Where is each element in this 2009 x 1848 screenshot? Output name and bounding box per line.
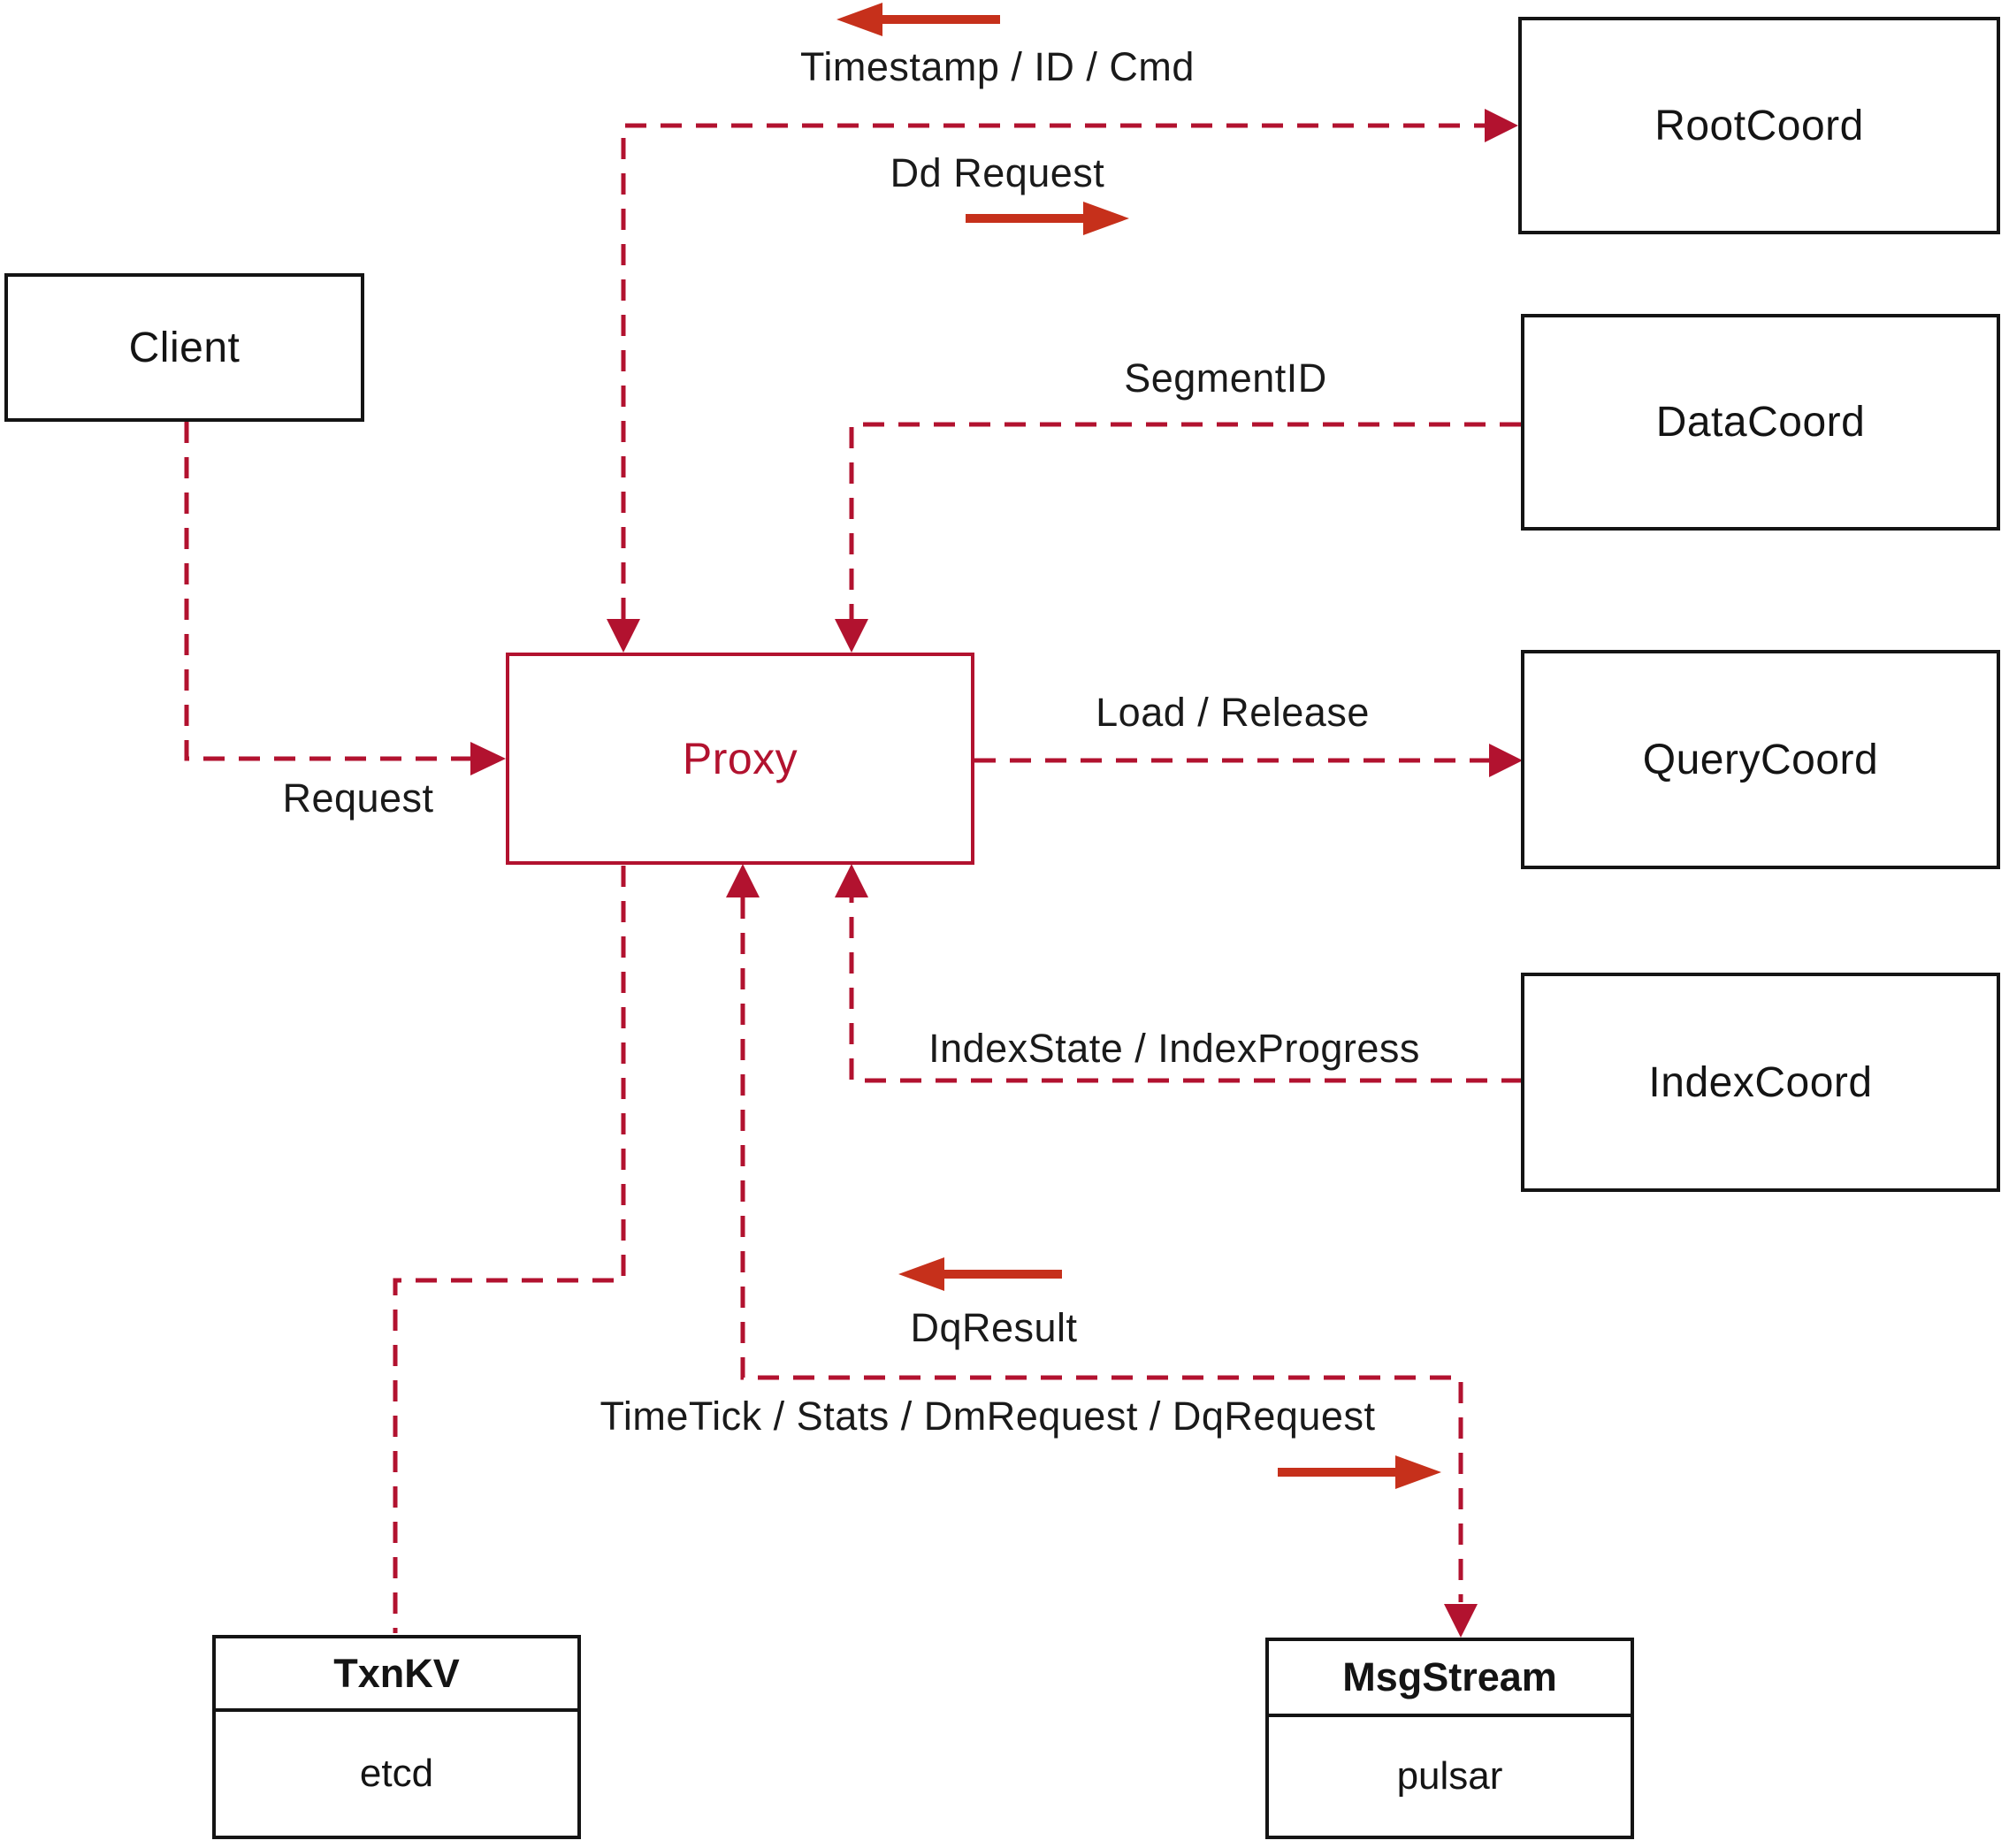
edge-proxy-msgstream-line [740, 897, 1463, 1602]
node-proxy: Proxy [506, 653, 974, 865]
arrowhead-into-msgstream-icon [1444, 1604, 1478, 1638]
edge-proxy-txnkv [393, 866, 626, 1633]
node-datacoord-label: DataCoord [1655, 399, 1866, 446]
edge-label-dq-result: DqResult [910, 1305, 1078, 1350]
arrow-right-dd-request-icon [966, 202, 1129, 235]
arrowhead-into-proxy-top-left-icon [607, 619, 640, 653]
edge-client-proxy [184, 422, 506, 775]
node-txnkv: TxnKV etcd [212, 1635, 581, 1839]
arrow-right-timetick-icon [1278, 1455, 1441, 1489]
edge-label-request: Request [282, 775, 434, 821]
node-rootcoord-label: RootCoord [1654, 102, 1864, 149]
node-msgstream-body: pulsar [1396, 1754, 1503, 1798]
arrowhead-into-querycoord-icon [1489, 744, 1523, 777]
node-indexcoord: IndexCoord [1521, 973, 2000, 1192]
edge-label-timestamp-id-cmd: Timestamp / ID / Cmd [800, 44, 1195, 89]
edge-proxy-msgstream [726, 864, 1478, 1638]
node-client-label: Client [128, 324, 241, 371]
node-proxy-label: Proxy [682, 734, 798, 783]
edge-label-dd-request: Dd Request [890, 150, 1105, 195]
node-msgstream-header: MsgStream [1269, 1641, 1631, 1717]
node-client: Client [4, 273, 364, 422]
arrowhead-into-proxy-bottom-left-icon [726, 864, 760, 897]
edge-datacoord-proxy-line [849, 422, 1521, 619]
node-rootcoord: RootCoord [1518, 17, 2000, 234]
node-indexcoord-label: IndexCoord [1648, 1058, 1873, 1106]
node-querycoord-label: QueryCoord [1642, 736, 1879, 783]
edge-proxy-txnkv-line [393, 866, 626, 1633]
edge-label-segment-id: SegmentID [1124, 355, 1327, 401]
edge-datacoord-proxy [835, 422, 1521, 653]
edge-proxy-querycoord [974, 744, 1523, 777]
arrowhead-into-proxy-left-icon [470, 742, 506, 775]
edge-label-load-release: Load / Release [1096, 690, 1370, 735]
arrow-left-timestamp-icon [836, 3, 1000, 36]
node-querycoord: QueryCoord [1521, 650, 2000, 869]
edge-proxy-rootcoord [607, 109, 1518, 653]
edge-client-proxy-line [184, 422, 470, 761]
edge-proxy-rootcoord-line [621, 123, 1485, 619]
arrowhead-into-proxy-bottom-right-icon [835, 864, 868, 897]
node-msgstream: MsgStream pulsar [1265, 1638, 1634, 1839]
node-txnkv-body: etcd [359, 1752, 434, 1795]
node-datacoord: DataCoord [1521, 314, 2000, 531]
edge-indexcoord-proxy [835, 864, 1523, 1083]
edge-label-index-state: IndexState / IndexProgress [928, 1026, 1420, 1071]
arrow-left-dq-result-icon [898, 1257, 1062, 1291]
edge-label-timetick: TimeTick / Stats / DmRequest / DqRequest [600, 1394, 1376, 1439]
edge-indexcoord-proxy-line [849, 897, 1523, 1083]
node-txnkv-header: TxnKV [216, 1638, 577, 1712]
arrowhead-into-rootcoord-icon [1485, 109, 1518, 142]
arrowhead-into-proxy-top-right-icon [835, 619, 868, 653]
